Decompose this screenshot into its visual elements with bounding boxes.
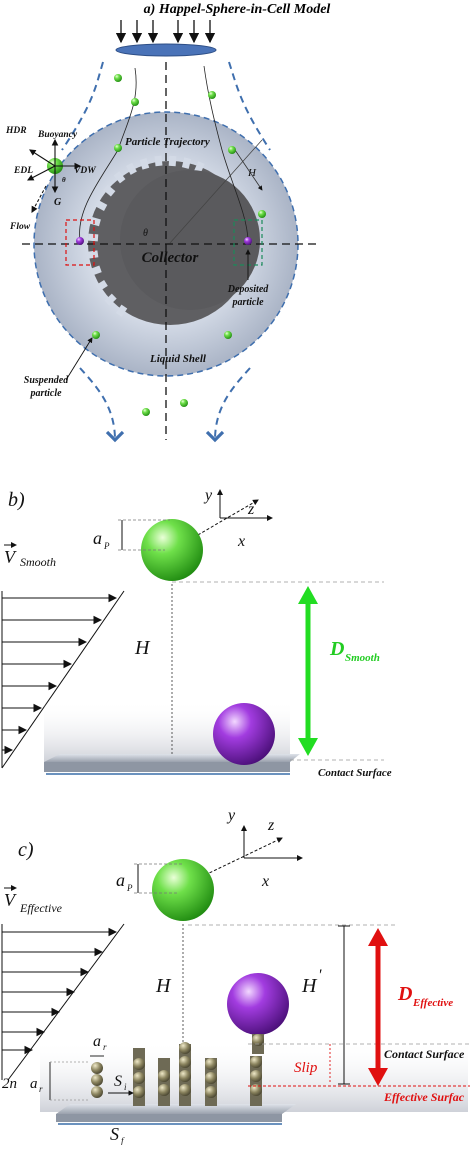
roughness-beads bbox=[91, 1042, 262, 1098]
green-particle-b bbox=[141, 519, 203, 581]
label-flow: Flow bbox=[9, 222, 31, 232]
label-hdr: HDR bbox=[5, 126, 27, 136]
contact-surface-c: Contact Surface bbox=[384, 1047, 465, 1061]
label-theta-small: θ bbox=[62, 176, 66, 184]
axis-z-c: z bbox=[267, 817, 275, 834]
panel-c-label: c) bbox=[18, 839, 34, 861]
left-lower-boundary bbox=[79, 367, 125, 443]
velocity-v-c: V bbox=[4, 890, 17, 910]
right-upper-boundary bbox=[228, 61, 271, 151]
label-h-a: H bbox=[247, 167, 257, 179]
axes-triad-c bbox=[177, 825, 303, 889]
twona-a: a bbox=[30, 1076, 38, 1092]
radius-a-c: a bbox=[116, 870, 125, 890]
radius-sub-c: P bbox=[126, 883, 133, 893]
left-deposition-box bbox=[65, 219, 95, 266]
d-effective-sub: Effective bbox=[412, 997, 453, 1009]
d-effective-arrow-bottom bbox=[368, 1068, 388, 1086]
purple-particle-b bbox=[213, 703, 275, 765]
d-smooth-arrow-bottom bbox=[298, 738, 318, 756]
distance-h-b: H bbox=[134, 637, 151, 659]
si-sub: i bbox=[124, 1082, 127, 1092]
distance-h-prime-c: H bbox=[301, 975, 318, 997]
sf-s: S bbox=[110, 1124, 119, 1144]
plate-edge-b bbox=[44, 762, 290, 772]
sf-sub: f bbox=[121, 1136, 125, 1145]
slip-label: Slip bbox=[294, 1060, 318, 1076]
label-suspended-1: Suspended bbox=[24, 375, 69, 386]
panel-a-title: a) Happel-Sphere-in-Cell Model bbox=[144, 2, 331, 17]
label-deposited-2: particle bbox=[231, 297, 264, 308]
velocity-sub-b: Smooth bbox=[20, 555, 56, 569]
d-effective-main: D bbox=[397, 983, 412, 1005]
right-lower-boundary bbox=[205, 367, 251, 443]
inlet-disk bbox=[115, 43, 217, 57]
d-smooth-arrow-top bbox=[298, 586, 318, 604]
label-particle-trajectory: Particle Trajectory bbox=[125, 136, 210, 148]
purple-particle-c bbox=[227, 973, 289, 1035]
deposit-bead-c bbox=[252, 1034, 264, 1046]
profile-arrows-b bbox=[2, 593, 118, 755]
effective-plate-c bbox=[56, 1104, 296, 1114]
trajectory-right bbox=[203, 65, 249, 241]
d-effective-arrow-top bbox=[368, 928, 388, 946]
inflow-arrows bbox=[115, 20, 216, 44]
panel-c: c) V Effective bbox=[1, 807, 470, 1146]
twona-sub: r bbox=[39, 1084, 43, 1094]
effective-surface-c: Effective Surfac bbox=[383, 1090, 465, 1104]
collector-core bbox=[120, 170, 260, 310]
suspended-particles bbox=[92, 74, 266, 416]
panel-a: a) Happel-Sphere-in-Cell Model bbox=[5, 2, 331, 443]
label-vdw: VDW bbox=[74, 166, 96, 176]
h-arrow-a bbox=[234, 149, 263, 191]
axis-z-b: z bbox=[247, 501, 255, 518]
label-suspended-2: particle bbox=[29, 388, 62, 399]
radius-a-b: a bbox=[93, 528, 102, 548]
h-prime-mark: ' bbox=[318, 967, 322, 984]
contact-surface-b: Contact Surface bbox=[318, 767, 392, 779]
si-s: S bbox=[114, 1073, 122, 1090]
velocity-v-b: V bbox=[4, 547, 17, 567]
d-smooth-sub: Smooth bbox=[345, 652, 380, 664]
force-arrows bbox=[27, 138, 82, 213]
label-deposited-1: Deposited bbox=[227, 284, 270, 295]
label-buoyancy: Buoyancy bbox=[37, 130, 78, 140]
profile-arrows-c bbox=[2, 927, 118, 1055]
label-collector: Collector bbox=[142, 250, 199, 266]
plate-edge-c bbox=[56, 1114, 282, 1122]
ar-sub: r bbox=[103, 1042, 107, 1052]
suspended-label-arrow bbox=[65, 337, 93, 381]
axis-x-b: x bbox=[237, 533, 245, 550]
ar-a: a bbox=[93, 1033, 101, 1050]
panel-b-label: b) bbox=[8, 489, 25, 511]
label-edl: EDL bbox=[13, 166, 33, 176]
velocity-sub-c: Effective bbox=[19, 901, 63, 915]
profile-line-b bbox=[1, 590, 125, 769]
label-theta: θ bbox=[143, 228, 148, 239]
deposited-particle-left bbox=[76, 237, 84, 245]
left-upper-boundary bbox=[61, 61, 104, 151]
twona-2n: 2n bbox=[2, 1076, 17, 1092]
axis-y-c: y bbox=[226, 807, 236, 824]
collector-notches bbox=[87, 155, 205, 317]
green-particle-c bbox=[152, 859, 214, 921]
panel-b: b) V Smooth y z x bbox=[1, 487, 392, 779]
deposited-particle-right bbox=[244, 237, 252, 245]
theta-ray bbox=[169, 139, 263, 244]
label-g: G bbox=[54, 197, 62, 208]
distance-h-c: H bbox=[155, 975, 172, 997]
label-liquid-shell: Liquid Shell bbox=[149, 353, 207, 365]
radius-sub-b: P bbox=[103, 541, 110, 551]
axis-y-b: y bbox=[203, 487, 213, 504]
d-smooth-main: D bbox=[329, 638, 344, 660]
axis-x-c: x bbox=[261, 873, 269, 890]
